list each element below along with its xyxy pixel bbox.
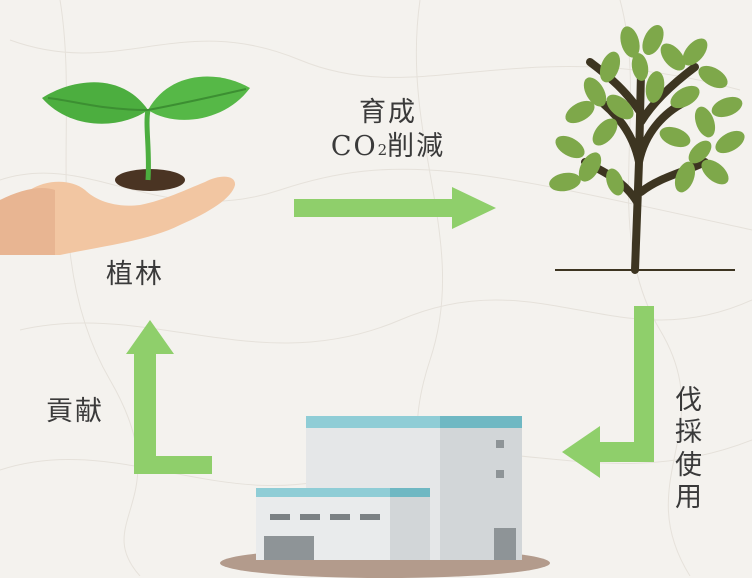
factory-icon xyxy=(220,416,550,578)
planting-label: 植林 xyxy=(106,259,164,290)
reduction-text: 削減 xyxy=(387,130,446,162)
contribution-label: 貢献 xyxy=(46,396,104,427)
cutting-label: 伐採使用 xyxy=(675,385,704,514)
arrow-up-contribution xyxy=(126,320,212,474)
growth-label: 育成 CO2削減 xyxy=(318,96,458,164)
arrow-right-growth xyxy=(294,187,496,229)
co-text: CO xyxy=(330,130,378,162)
arrow-down-left-harvest xyxy=(562,306,654,478)
seedling-hand-icon xyxy=(0,76,250,255)
subscript-2: 2 xyxy=(377,140,388,159)
growth-label-line1: 育成 xyxy=(359,97,417,128)
growth-label-line2: CO2削減 xyxy=(318,130,458,164)
tree-icon xyxy=(549,25,745,274)
